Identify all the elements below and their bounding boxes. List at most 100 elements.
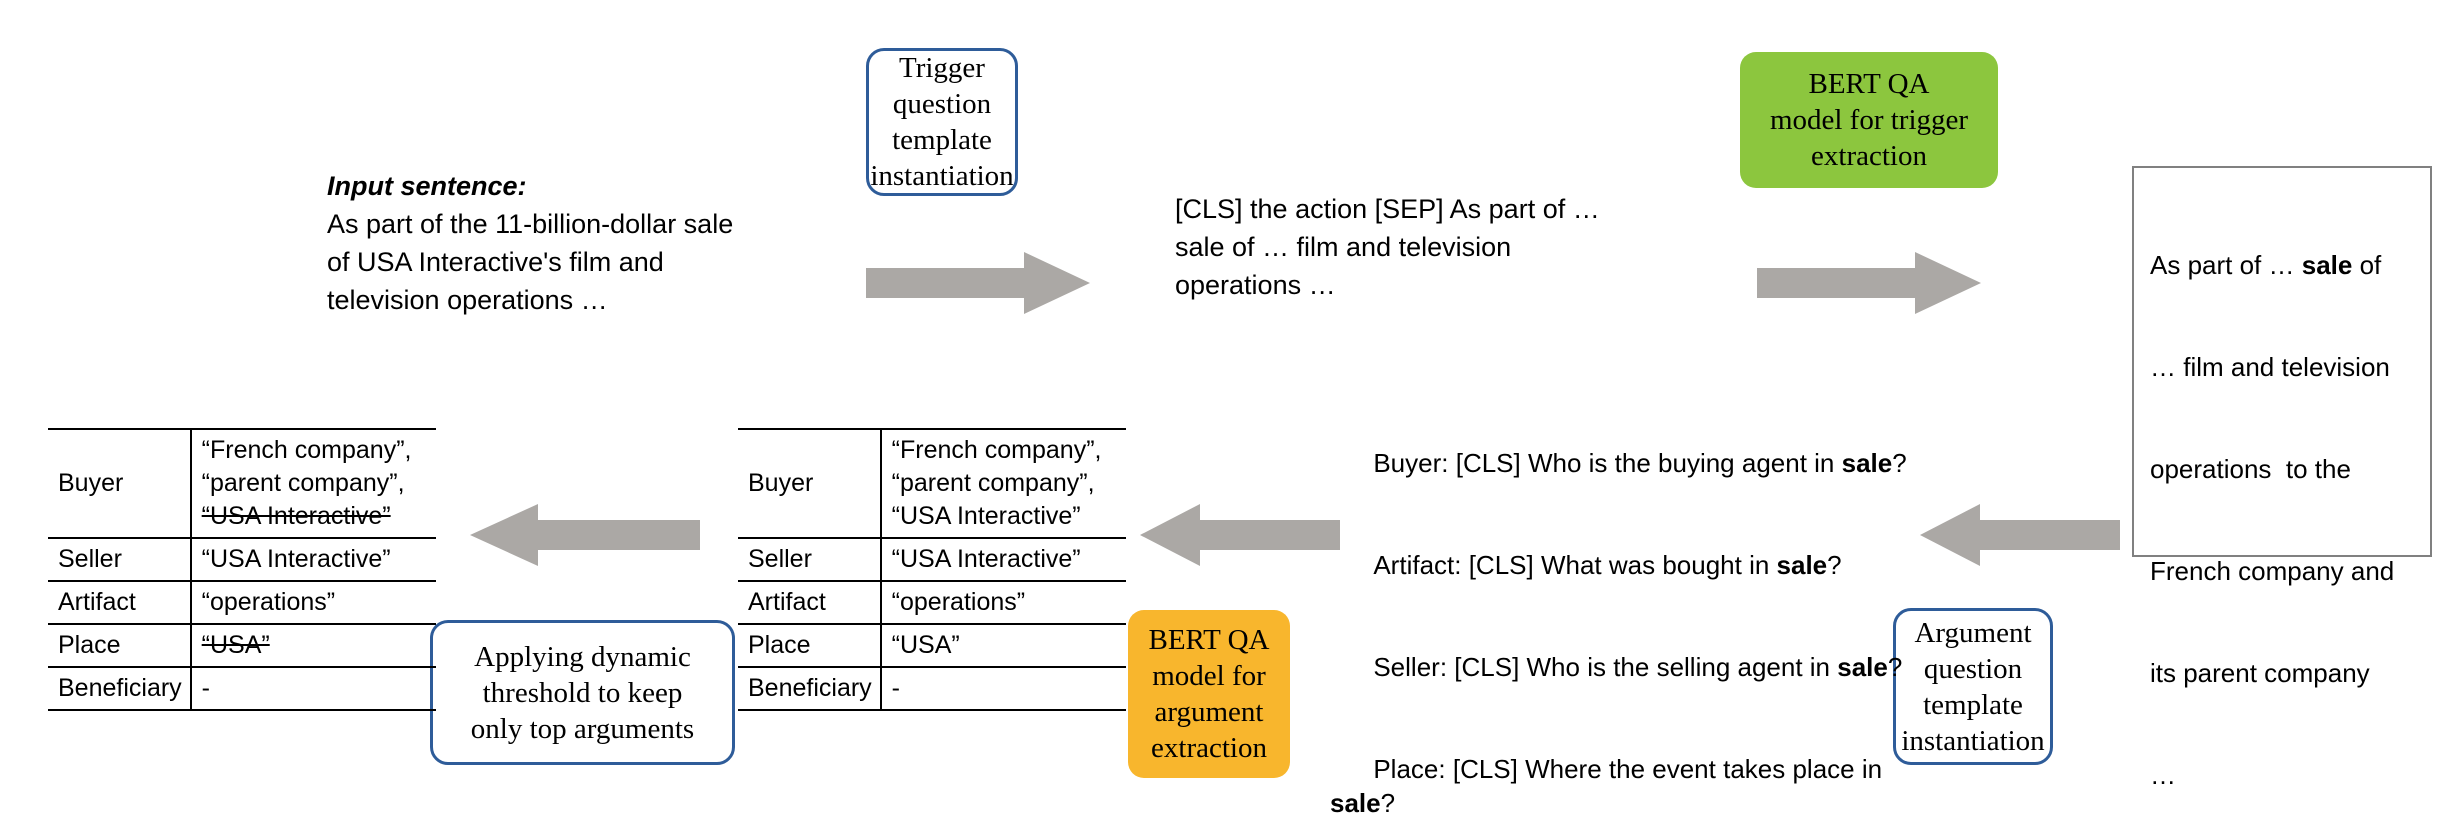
trigger-qa-input-line-1: [CLS] the action [SEP] As part of … — [1175, 194, 1600, 224]
input-sentence-block: Input sentence: As part of the 11-billio… — [327, 167, 797, 319]
table-cell-role: Seller — [738, 537, 882, 582]
trigger-qa-input-line-3: operations … — [1175, 270, 1336, 300]
input-sentence-line-2: of USA Interactive's film and — [327, 247, 664, 277]
detected-sentence-post: of — [2352, 250, 2382, 280]
table-cell-role: Beneficiary — [738, 666, 882, 711]
table-cell-role: Beneficiary — [48, 666, 192, 711]
table-value: - — [891, 674, 900, 702]
argument-question-pre-0: [CLS] Who is the buying agent in — [1455, 448, 1842, 478]
argument-question-post-1: ? — [1827, 550, 1842, 580]
argument-question-trigger-3: sale — [1330, 788, 1381, 818]
table-cell-values: “USA” — [190, 623, 436, 668]
argument-question-role-2: Seller: — [1373, 652, 1455, 682]
table-cell-role: Place — [48, 623, 192, 668]
argument-question-trigger-0: sale — [1841, 448, 1893, 478]
argument-question-post-2: ? — [1887, 652, 1903, 682]
bert-qa-argument-model-box[interactable]: BERT QA model for argument extraction — [1128, 610, 1290, 778]
argument-question-trigger-1: sale — [1776, 550, 1828, 580]
table-cell-values: “operations” — [190, 580, 436, 625]
argument-template-line-2: question — [1923, 652, 2023, 685]
table-value: “USA Interactive” — [891, 502, 1081, 530]
table-cell-values: “French company”, “parent company”, “USA… — [880, 428, 1126, 539]
input-sentence-line-1: As part of the 11-billion-dollar sale — [327, 209, 734, 239]
table-cell-role: Place — [738, 623, 882, 668]
argument-template-line-4: instantiation — [1901, 724, 2045, 757]
detected-sentence-pre: As part of … — [2150, 250, 2302, 280]
table-value: “operations” — [891, 588, 1026, 616]
argument-question-trigger-2: sale — [1837, 652, 1888, 682]
threshold-line-3: only top arguments — [470, 712, 695, 745]
argument-table-raw: Buyer “French company”, “parent company”… — [738, 428, 1126, 711]
table-cell-values: “USA Interactive” — [880, 537, 1126, 582]
argument-question-line: Place: [CLS] Where the event takes place… — [1330, 718, 1910, 822]
table-value: “French company”, — [891, 436, 1102, 464]
argument-template-line-3: template — [1923, 688, 2023, 721]
trigger-qa-input-line-2: sale of … film and television — [1175, 232, 1512, 262]
table-row: Seller “USA Interactive” — [48, 537, 436, 582]
table-cell-role: Buyer — [738, 428, 882, 539]
trigger-template-line-2: question — [892, 88, 992, 120]
table-value: “USA Interactive” — [201, 545, 391, 573]
argument-question-post-3: ? — [1380, 788, 1396, 818]
table-row: Beneficiary - — [738, 666, 1126, 711]
argument-question-role-3: Place: — [1373, 754, 1453, 784]
table-row: Artifact “operations” — [48, 580, 436, 625]
detected-sentence-line-4: French company and — [2150, 556, 2395, 586]
table-row: Place “USA” — [738, 623, 1126, 668]
table-cell-role: Artifact — [738, 580, 882, 625]
arrow-table-to-filtered-table — [470, 504, 700, 566]
argument-question-line: Seller: [CLS] Who is the selling agent i… — [1330, 616, 1910, 718]
input-sentence-heading: Input sentence: — [327, 171, 527, 201]
argument-question-pre-2: [CLS] Who is the selling agent in — [1454, 652, 1838, 682]
arrow-argument-questions-to-table — [1140, 504, 1340, 566]
table-value: “USA” — [891, 631, 960, 659]
table-row: Buyer “French company”, “parent company”… — [48, 428, 436, 539]
detected-sentence-line-2: … film and television — [2150, 352, 2390, 382]
input-sentence-line-3: television operations … — [327, 285, 608, 315]
table-row: Place “USA” — [48, 623, 436, 668]
table-cell-values: “USA” — [880, 623, 1126, 668]
threshold-line-1: Applying dynamic — [474, 640, 691, 673]
bert-qa-argument-line-1: BERT QA — [1148, 624, 1270, 656]
table-cell-values: - — [880, 666, 1126, 711]
detected-sentence-trigger: sale — [2301, 250, 2353, 280]
trigger-qa-input-text: [CLS] the action [SEP] As part of … sale… — [1175, 190, 1645, 304]
trigger-question-template-box[interactable]: Trigger question template instantiation — [866, 48, 1018, 196]
table-value-rejected: “USA” — [201, 631, 270, 659]
arrow-detected-event-to-argument-questions — [1920, 504, 2120, 566]
detected-sentence-line-6: … — [2150, 760, 2176, 790]
table-row: Buyer “French company”, “parent company”… — [738, 428, 1126, 539]
table-value: “parent company”, — [201, 469, 405, 497]
argument-question-template-box[interactable]: Argument question template instantiation — [1893, 608, 2053, 765]
trigger-template-line-4: instantiation — [870, 160, 1014, 192]
arrow-input-to-trigger-question — [866, 252, 1090, 314]
detected-sentence-line-3: operations to the — [2150, 454, 2351, 484]
table-cell-values: “USA Interactive” — [190, 537, 436, 582]
argument-template-line-1: Argument — [1914, 616, 2032, 649]
table-cell-values: “operations” — [880, 580, 1126, 625]
table-value: “French company”, — [201, 436, 412, 464]
table-row: Beneficiary - — [48, 666, 436, 711]
argument-question-pre-3: [CLS] Where the event takes place in — [1452, 754, 1890, 784]
table-value: - — [201, 674, 210, 702]
argument-question-line: Buyer: [CLS] Who is the buying agent in … — [1330, 412, 1910, 514]
argument-question-role-1: Artifact: — [1373, 550, 1469, 580]
argument-table-filtered: Buyer “French company”, “parent company”… — [48, 428, 436, 711]
argument-questions-block: Buyer: [CLS] Who is the buying agent in … — [1330, 412, 1910, 822]
argument-question-line: Artifact: [CLS] What was bought in sale? — [1330, 514, 1910, 616]
table-value: “USA Interactive” — [891, 545, 1081, 573]
dynamic-threshold-box[interactable]: Applying dynamic threshold to keep only … — [430, 620, 735, 765]
bert-qa-argument-line-3: argument — [1154, 696, 1264, 728]
bert-qa-trigger-line-3: extraction — [1811, 140, 1927, 172]
argument-question-pre-1: [CLS] What was bought in — [1468, 550, 1777, 580]
table-row: Artifact “operations” — [738, 580, 1126, 625]
bert-qa-argument-line-2: model for — [1152, 660, 1266, 692]
table-cell-values: “French company”, “parent company”, “USA… — [190, 428, 436, 539]
bert-qa-trigger-model-box[interactable]: BERT QA model for trigger extraction — [1740, 52, 1998, 188]
argument-question-role-0: Buyer: — [1373, 448, 1456, 478]
detected-event-box: As part of … sale of … film and televisi… — [2132, 166, 2432, 790]
detected-sentence-line-5: its parent company — [2150, 658, 2370, 688]
table-cell-role: Artifact — [48, 580, 192, 625]
detected-event-sentence: As part of … sale of … film and televisi… — [2150, 180, 2416, 822]
